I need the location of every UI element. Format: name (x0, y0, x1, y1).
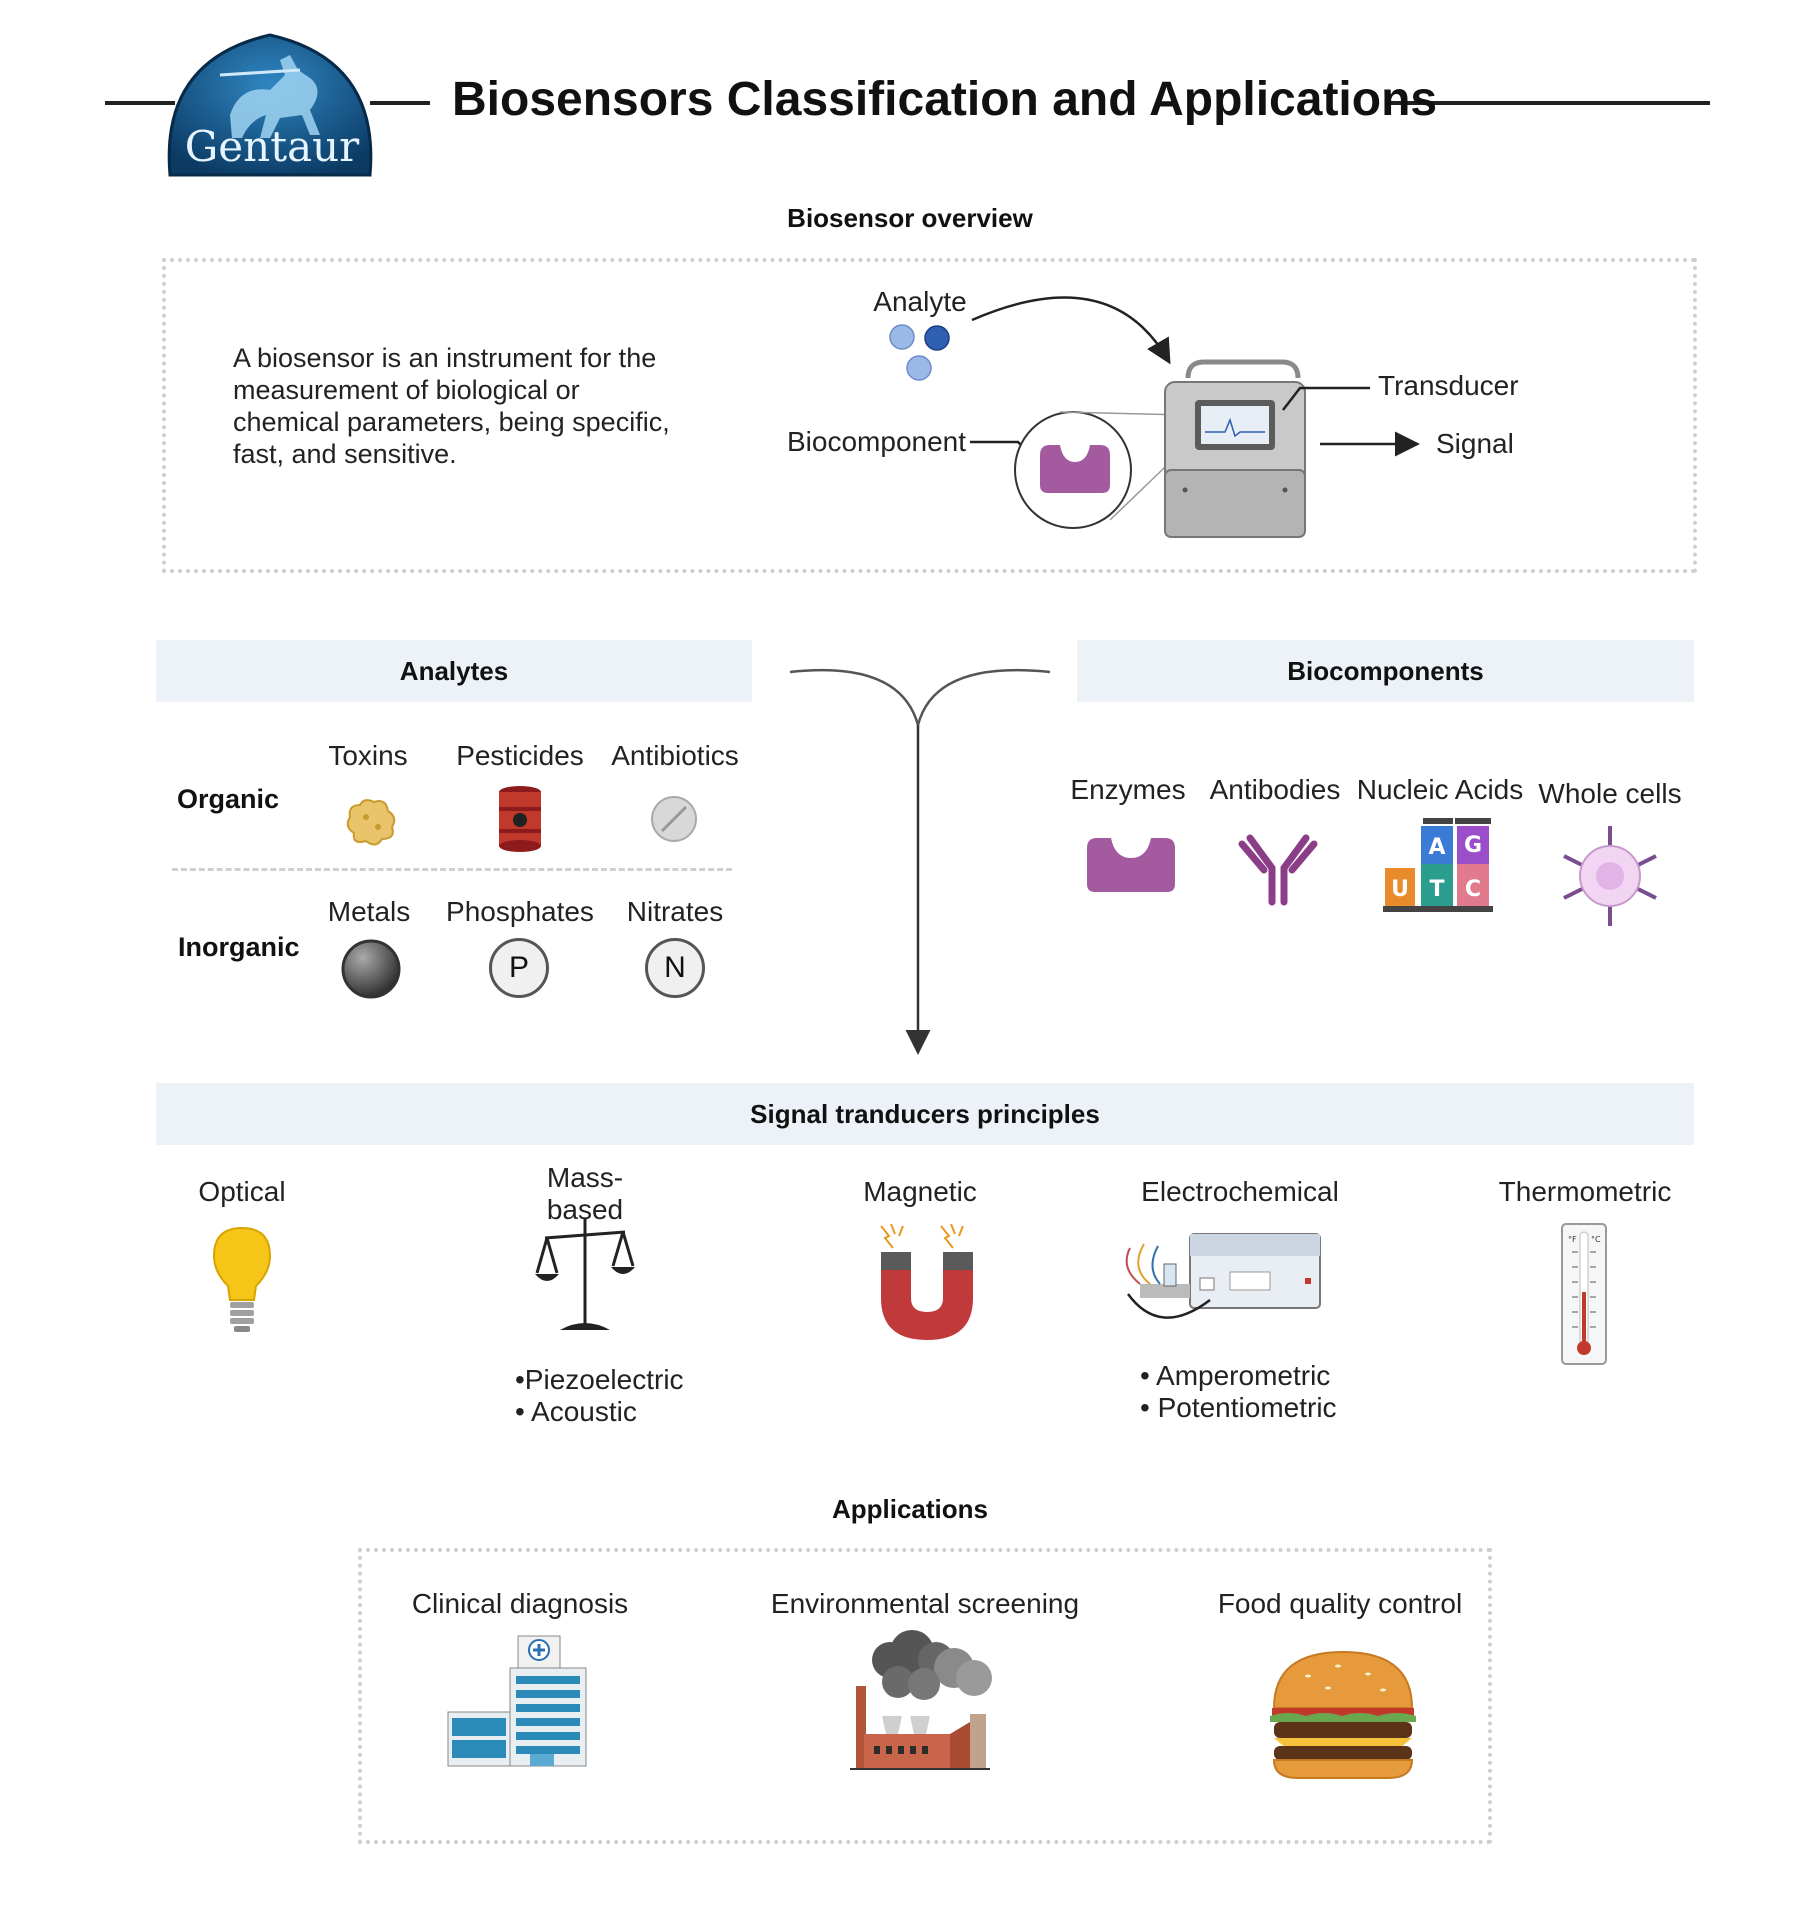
phosphates-label: Phosphates (446, 896, 594, 927)
burger-icon (1268, 1650, 1418, 1780)
antibiotic-pill-icon (650, 795, 698, 843)
overview-box (162, 258, 1697, 573)
transducer-label: Transducer (1378, 370, 1519, 401)
fahrenheit-unit: °F (1568, 1235, 1577, 1244)
amperometric-bullet: • Amperometric (1140, 1360, 1331, 1391)
transducers-band: Signal tranducers principles (156, 1083, 1694, 1145)
nucleotide-c: C (1465, 877, 1481, 902)
electrochemical-bullets: • Amperometric • Potentiometric (1140, 1360, 1337, 1424)
food-quality-control-label: Food quality control (1217, 1588, 1463, 1619)
nitrates-label: Nitrates (626, 896, 724, 927)
biocomponents-heading: Biocomponents (1287, 656, 1484, 686)
phosphate-symbol: P (489, 938, 549, 998)
thermometric-label: Thermometric (1498, 1176, 1672, 1207)
nucleic-acid-icon: A G U T C (1383, 818, 1493, 914)
biocomponent-label: Biocomponent (787, 426, 967, 457)
pesticide-barrel-icon (497, 785, 543, 853)
enzyme-icon (1087, 836, 1175, 894)
nucleotide-g: G (1464, 833, 1482, 858)
mass-based-bullets: •Piezoelectric • Acoustic (515, 1364, 684, 1428)
electrochemical-label: Electrochemical (1141, 1176, 1339, 1207)
environmental-screening-label: Environmental screening (770, 1588, 1080, 1619)
magnetic-label: Magnetic (863, 1176, 977, 1207)
metal-sphere-icon (340, 938, 402, 1000)
pesticides-label: Pesticides (456, 740, 584, 771)
applications-heading: Applications (831, 1494, 988, 1524)
metals-label: Metals (327, 896, 411, 927)
whole-cell-icon (1560, 826, 1660, 926)
page-title: Biosensors Classification and Applicatio… (452, 73, 1438, 126)
toxin-icon (342, 795, 402, 850)
mass-based-label: Mass- based (546, 1162, 624, 1225)
nucleotide-t: T (1429, 877, 1444, 902)
factory-pollution-icon (850, 1630, 1010, 1770)
clinical-diagnosis-label: Clinical diagnosis (411, 1588, 629, 1619)
thermometer-icon: °F °C (1560, 1222, 1608, 1367)
analyte-label: Analyte (873, 286, 967, 317)
inorganic-label: Inorganic (178, 932, 300, 962)
antibody-icon (1238, 824, 1318, 906)
logo-text: Gentaur (184, 122, 360, 171)
magnet-icon (877, 1220, 977, 1340)
optical-label: Optical (198, 1176, 286, 1207)
toxins-label: Toxins (328, 740, 408, 771)
title-rule-mid (370, 101, 430, 105)
celsius-unit: °C (1591, 1235, 1601, 1244)
lightbulb-icon (212, 1226, 272, 1336)
nucleotide-a: A (1428, 835, 1445, 860)
title-rule-left (105, 101, 175, 105)
nucleotide-u: U (1391, 877, 1409, 902)
gentaur-logo: Gentaur (160, 30, 380, 177)
antibodies-label: Antibodies (1209, 774, 1341, 805)
analytes-band: Analytes (156, 640, 752, 702)
organic-label: Organic (177, 784, 280, 814)
piezoelectric-bullet: •Piezoelectric (515, 1364, 684, 1395)
transducers-heading: Signal tranducers principles (750, 1099, 1100, 1129)
electrochemical-analyzer-icon (1120, 1228, 1330, 1338)
analyte-divider (172, 868, 732, 871)
biocomponents-band: Biocomponents (1077, 640, 1694, 702)
potentiometric-bullet: • Potentiometric (1140, 1392, 1337, 1423)
whole-cells-label: Whole cells (1538, 778, 1682, 809)
enzymes-label: Enzymes (1070, 774, 1186, 805)
overview-heading: Biosensor overview (787, 203, 1033, 233)
analytes-heading: Analytes (399, 656, 509, 686)
balance-scale-icon (535, 1218, 635, 1333)
acoustic-bullet: • Acoustic (515, 1396, 637, 1427)
applications-box (358, 1548, 1492, 1844)
signal-label: Signal (1436, 428, 1514, 459)
antibiotics-label: Antibiotics (611, 740, 739, 771)
nitrate-symbol: N (645, 938, 705, 998)
title-rule-right (1390, 101, 1710, 105)
nucleic-acids-label: Nucleic Acids (1356, 774, 1524, 805)
overview-description: A biosensor is an instrument for the mea… (233, 343, 670, 469)
hospital-icon (447, 1635, 588, 1767)
